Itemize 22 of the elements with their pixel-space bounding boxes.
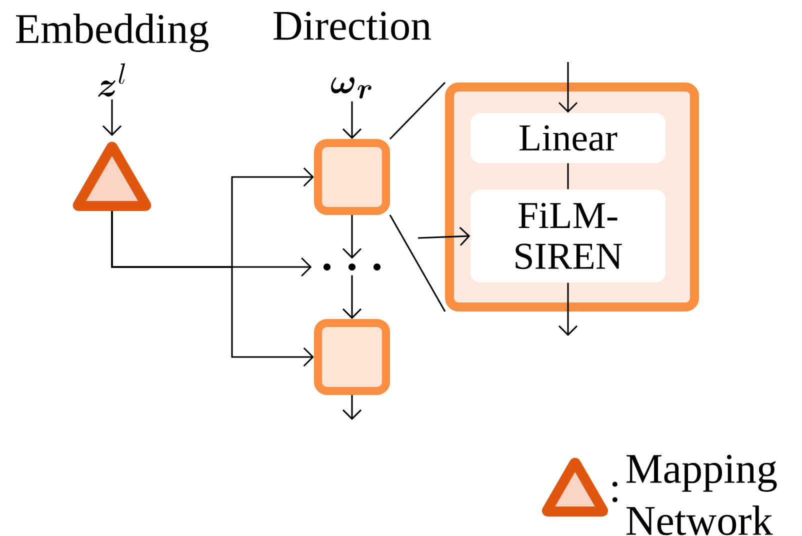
- arrow: [558, 282, 578, 336]
- arrow: [342, 275, 362, 319]
- block-box: [314, 319, 390, 395]
- block-box: [314, 139, 390, 215]
- input-label: Direction $\boldsymbol{\omega}_{\boldsymbol{r}}$: [274, 12, 432, 99]
- arrow: [342, 214, 362, 259]
- zoom-line: [389, 82, 446, 140]
- arrow: [342, 101, 362, 139]
- arrow: [418, 226, 470, 246]
- colon: :: [612, 482, 618, 502]
- arrow: [111, 211, 314, 367]
- input-label: Embedding $\boldsymbol{z}^{l}$: [16, 14, 208, 97]
- arrow: [102, 99, 122, 136]
- layer-box: FiLM-SIREN: [470, 189, 666, 282]
- arrow: [558, 62, 578, 113]
- layer-box: Linear: [470, 112, 666, 163]
- legend-text: Mapping Network: [626, 454, 777, 536]
- arrow: [342, 394, 362, 420]
- ellipsis-dots: [323, 263, 381, 270]
- triangle-symbol: [72, 142, 152, 211]
- zoom-line: [389, 214, 446, 312]
- connector-line: [567, 163, 569, 190]
